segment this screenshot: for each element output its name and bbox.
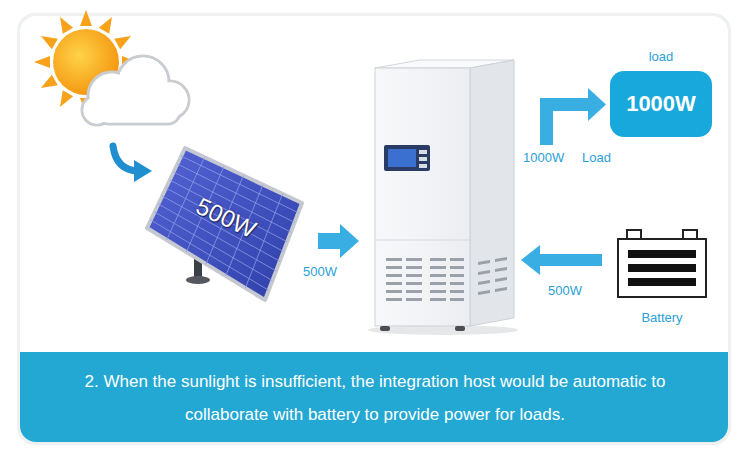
load-node: load 1000W xyxy=(600,48,722,142)
integration-host-cabinet-part xyxy=(375,240,470,241)
integration-host-cabinet-part-part xyxy=(450,258,464,261)
card-shadow xyxy=(17,13,731,445)
cloud-icon xyxy=(82,56,189,125)
integration-host-cabinet-part-part xyxy=(450,298,464,301)
sun-icon-part-part xyxy=(55,14,73,34)
integration-host-cabinet-part-part xyxy=(495,267,507,272)
cloud-icon-part-part xyxy=(96,100,180,124)
integration-host-cabinet-part-part xyxy=(430,266,446,269)
integration-host-cabinet-part-part xyxy=(406,266,422,269)
integration-host-cabinet-part-part xyxy=(406,274,422,277)
integration-host-cabinet-part-part xyxy=(386,274,402,277)
host-to-load-arrow xyxy=(540,88,606,145)
integration-host-cabinet-part-part xyxy=(386,282,402,285)
solar-panel-shape-part xyxy=(147,148,302,300)
cloud-icon-part-part xyxy=(98,102,179,123)
sunlight-arrow xyxy=(113,146,152,182)
caption-band-part xyxy=(20,352,728,442)
caption-band xyxy=(20,352,728,442)
caption-text: 2. When the sunlight is insufficient, th… xyxy=(60,365,690,431)
sun-icon-part-part xyxy=(114,31,134,49)
integration-host-cabinet-part xyxy=(419,157,427,161)
integration-host-cabinet-part-part xyxy=(478,260,490,265)
integration-host-cabinet-part xyxy=(419,164,427,168)
integration-host-cabinet-part-part xyxy=(406,290,422,293)
integration-host-cabinet-part-part xyxy=(386,258,402,261)
integration-host-cabinet-part-part xyxy=(450,290,464,293)
load-box: 1000W xyxy=(610,71,712,137)
battery-shape-part xyxy=(618,239,706,297)
integration-host-cabinet-part xyxy=(388,149,416,167)
integration-host-cabinet xyxy=(368,60,518,335)
integration-host-cabinet-part-part xyxy=(430,290,446,293)
battery-shape-part xyxy=(628,250,696,258)
integration-host-cabinet-part-part xyxy=(495,257,507,262)
integration-host-cabinet-part-part xyxy=(430,258,446,261)
integration-host-cabinet-part-part xyxy=(406,282,422,285)
integration-host-cabinet-part-part xyxy=(430,282,446,285)
panel-to-host-arrow xyxy=(318,224,359,258)
cloud-icon-part xyxy=(82,56,189,125)
panel-stand-part xyxy=(186,276,210,284)
output-name: Load xyxy=(582,150,611,166)
integration-host-cabinet-part-part xyxy=(386,266,402,269)
battery-input-power: 500W xyxy=(548,283,582,299)
sun-icon-part-part xyxy=(34,56,50,68)
integration-host-cabinet-part-part xyxy=(478,280,490,285)
battery-shape xyxy=(612,228,712,300)
integration-host-cabinet-part-part xyxy=(406,298,422,301)
integration-host-cabinet-part-part xyxy=(406,258,422,261)
integration-host-cabinet-part xyxy=(470,60,514,326)
integration-host-cabinet-part-part xyxy=(478,270,490,275)
battery-shape-part xyxy=(628,264,696,272)
integration-host-cabinet-part xyxy=(386,257,507,301)
battery-shape-part xyxy=(683,230,697,239)
battery-label: Battery xyxy=(612,310,712,326)
sun-icon-part-part xyxy=(55,90,73,110)
sun-icon-part-part xyxy=(99,14,117,34)
solar-input-power: 500W xyxy=(303,264,337,280)
integration-host-cabinet-part-part xyxy=(478,290,490,295)
output-power: 1000W xyxy=(523,150,564,166)
sunlight-arrow-part xyxy=(134,160,152,182)
cloud-icon-part xyxy=(84,58,188,124)
panel-node: 500W xyxy=(140,140,310,310)
integration-host-cabinet-part-part xyxy=(495,277,507,282)
integration-host-cabinet-part-part xyxy=(495,287,507,292)
load-heading: load xyxy=(649,48,674,66)
load-power: 1000W xyxy=(626,91,696,117)
sun-icon-part-part xyxy=(38,75,58,93)
integration-host-cabinet-part-part xyxy=(430,298,446,301)
sun-icon-part-part xyxy=(38,31,58,49)
integration-host-cabinet-part xyxy=(380,326,390,331)
integration-host-cabinet-part-part xyxy=(450,266,464,269)
integration-host-cabinet-part xyxy=(375,68,470,326)
integration-host-cabinet-part-part xyxy=(450,282,464,285)
card xyxy=(20,16,728,442)
integration-host-cabinet-part xyxy=(419,150,427,154)
integration-host-cabinet-part-part xyxy=(450,274,464,277)
integration-host-cabinet-part xyxy=(384,145,430,171)
battery-to-host-arrow xyxy=(521,245,602,275)
integration-host-cabinet-part-part xyxy=(430,274,446,277)
battery-shape-part xyxy=(627,230,641,239)
integration-host-cabinet-part-part xyxy=(386,298,402,301)
battery-shape-part xyxy=(628,278,696,286)
integration-host-cabinet-part xyxy=(455,326,465,331)
integration-host-cabinet-part-part xyxy=(386,290,402,293)
sun-icon-part-part xyxy=(80,10,92,26)
battery-node: Battery xyxy=(612,228,712,332)
